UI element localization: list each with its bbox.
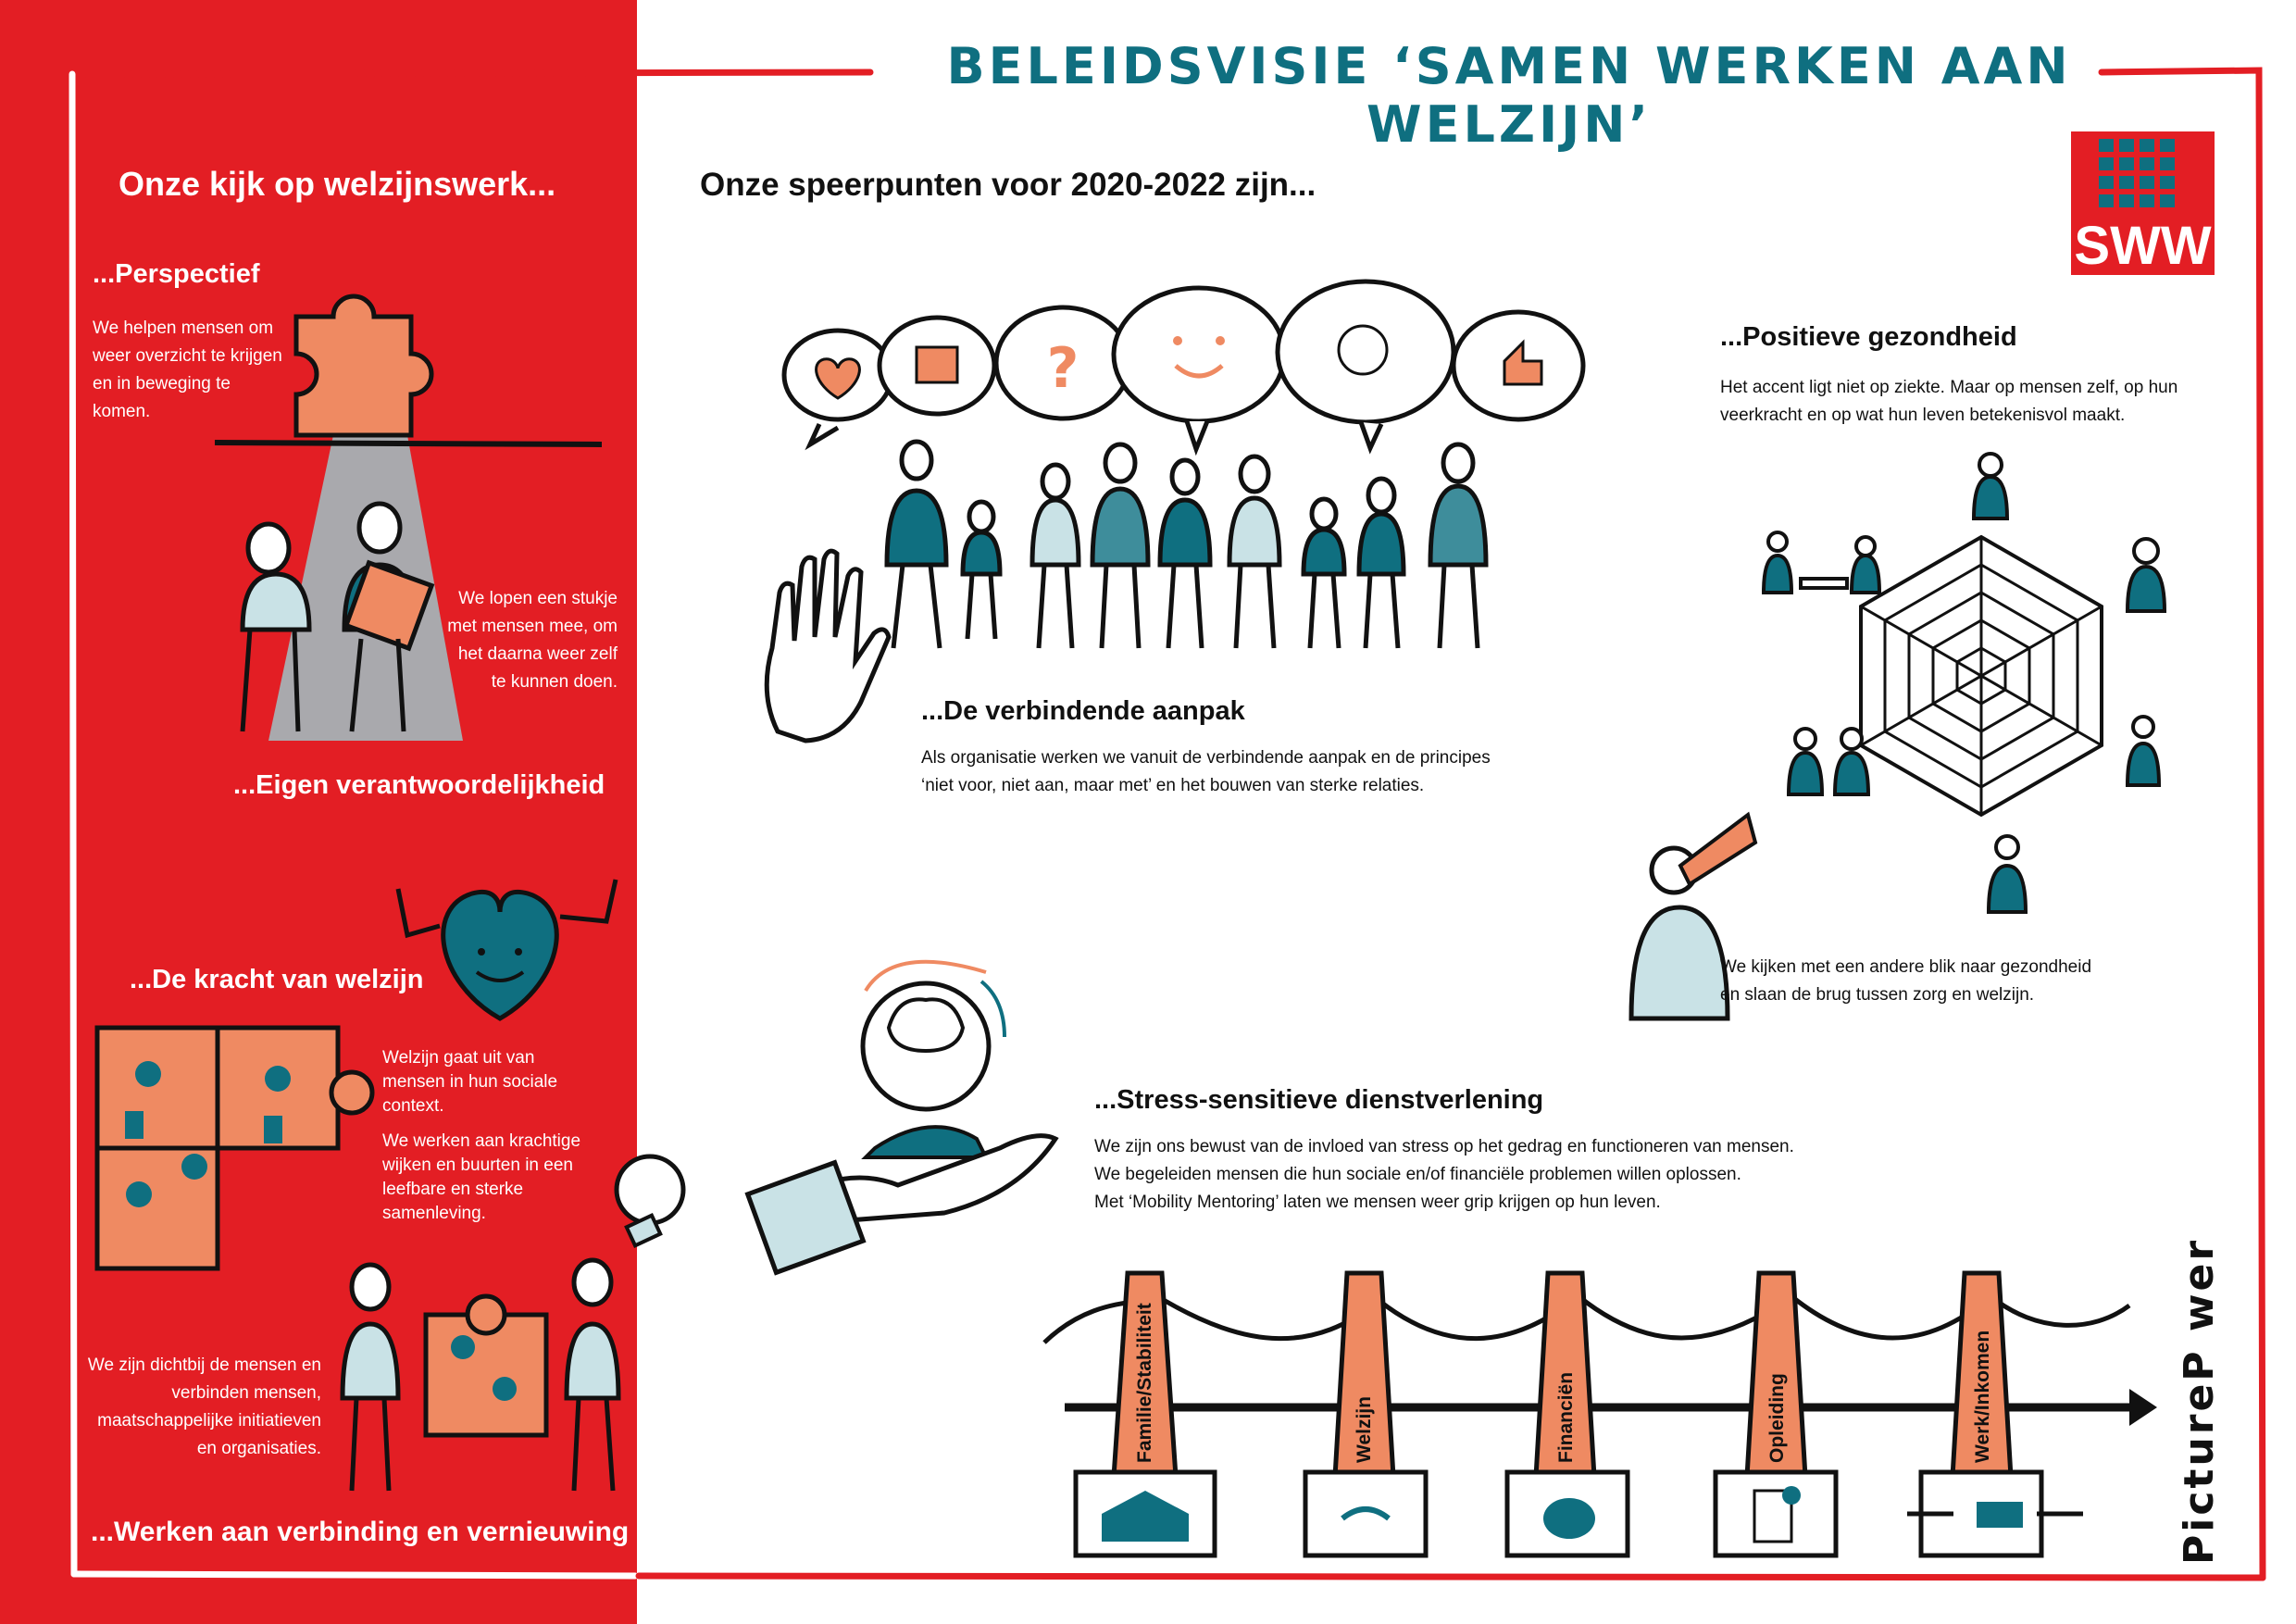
bubble-icons: ? bbox=[815, 324, 1543, 401]
lightbulb-illustration bbox=[614, 1154, 686, 1248]
sww-logo: SWW bbox=[2071, 131, 2215, 276]
kracht-text-2: We werken aan krachtige wijken en buurte… bbox=[382, 1131, 581, 1223]
logo-grid-icon bbox=[2099, 139, 2175, 207]
stukje-text: We lopen een stukje met mensen mee, om h… bbox=[447, 589, 618, 692]
eigen-verantwoordelijkheid-label: ...Eigen verantwoordelijkheid bbox=[233, 770, 605, 800]
page-title: BELEIDSVISIE ‘SAMEN WERKEN AAN WELZIJN’ bbox=[946, 37, 2072, 154]
verbindende-text: Als organisatie werken we vanuit de verb… bbox=[921, 748, 1491, 795]
logo-text: SWW bbox=[2074, 216, 2212, 276]
pillar-label-werk: Werk/Inkomen bbox=[1972, 1330, 1993, 1463]
verbindende-label: ...De verbindende aanpak bbox=[921, 696, 1245, 726]
positieve-text: Het accent ligt niet op ziekte. Maar op … bbox=[1720, 378, 2178, 425]
raised-hand-illustration bbox=[764, 548, 892, 743]
svg-text:?: ? bbox=[1047, 336, 1079, 401]
speech-bubbles-illustration bbox=[781, 279, 1586, 456]
verbinding-label: ...Werken aan verbinding en vernieuwing bbox=[91, 1517, 630, 1547]
positive-health-illustration bbox=[1628, 452, 2167, 1021]
pillar-label-financien: Financiën bbox=[1555, 1371, 1577, 1463]
puzzle-block-illustration bbox=[94, 1025, 375, 1271]
perspectief-text: We helpen mensen om weer overzicht te kr… bbox=[93, 319, 282, 421]
pillar-label-familie: Familie/Stabiliteit bbox=[1134, 1303, 1155, 1463]
perspectief-label: ...Perspectief bbox=[93, 259, 260, 289]
bridge-illustration bbox=[1042, 1270, 2157, 1558]
heart-illustration bbox=[395, 879, 618, 1021]
perspectief-illustration bbox=[214, 294, 603, 741]
stress-text: We zijn ons bewust van de invloed van st… bbox=[1094, 1137, 1794, 1212]
left-heading: Onze kijk op welzijnswerk... bbox=[119, 165, 556, 203]
kracht-text-1: Welzijn gaat uit van mensen in hun socia… bbox=[382, 1048, 558, 1116]
dichtbij-text: We zijn dichtbij de mensen en verbinden … bbox=[87, 1355, 321, 1458]
stress-label: ...Stress-sensitieve dienstverlening bbox=[1094, 1085, 1544, 1115]
page-frame bbox=[69, 67, 2266, 1581]
pillar-label-opleiding: Opleiding bbox=[1766, 1373, 1788, 1463]
right-heading: Onze speerpunten voor 2020-2022 zijn... bbox=[700, 167, 1316, 203]
kracht-label: ...De kracht van welzijn bbox=[130, 965, 424, 994]
people-row-illustration bbox=[884, 439, 1489, 649]
pillar-label-welzijn: Welzijn bbox=[1354, 1396, 1375, 1463]
picturepower-brand: PictureP wer bbox=[2176, 1237, 2223, 1565]
people-puzzle-illustration bbox=[340, 1257, 621, 1492]
stress-illustration bbox=[744, 959, 1059, 1276]
positieve-label: ...Positieve gezondheid bbox=[1720, 322, 2017, 352]
positieve-text-2: We kijken met een andere blik naar gezon… bbox=[1720, 957, 2092, 1005]
